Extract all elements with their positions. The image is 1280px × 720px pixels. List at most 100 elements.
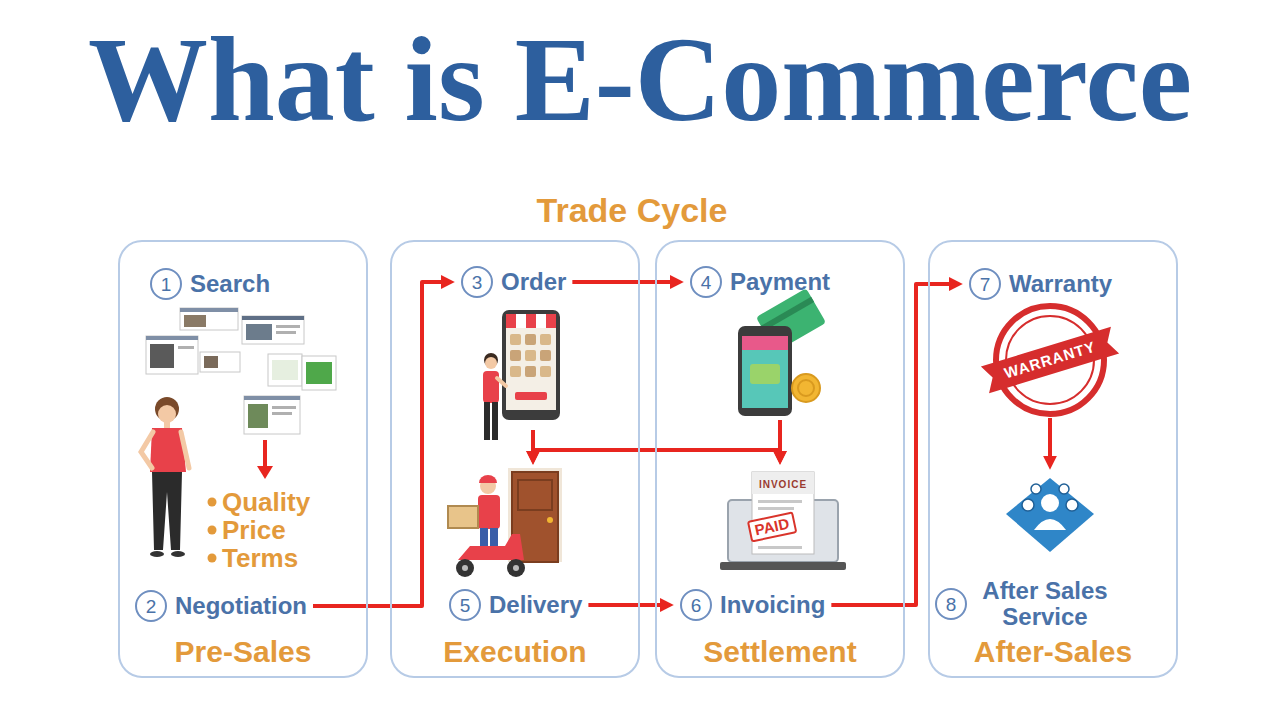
support-icon-part	[1006, 478, 1094, 552]
label-holder: INVOICE	[759, 474, 807, 492]
step-label: After Sales Service	[975, 578, 1115, 630]
step-label: Warranty	[1009, 269, 1112, 299]
bullet-dots-part	[208, 526, 217, 535]
search-thumbnails-part	[306, 362, 332, 384]
phase-panel: Settlement4Payment6Invoicing	[655, 240, 905, 678]
woman-figure	[141, 397, 189, 557]
support-icon-part	[1066, 499, 1078, 511]
delivery-scene	[448, 468, 562, 577]
flow-arrow	[572, 280, 674, 284]
label-holder: Trade Cycle	[537, 192, 728, 229]
payment-phone-part	[750, 364, 780, 384]
phase-panel: After-Sales 7 Warranty 8After Sales Service	[928, 240, 1178, 678]
section-heading: Trade Cycle	[537, 191, 728, 229]
shop-phone-part	[510, 350, 521, 361]
connectors	[313, 282, 1050, 606]
search-thumbnails-part	[268, 354, 302, 386]
phase-label: After-Sales	[974, 635, 1132, 668]
step-label: Payment	[730, 267, 830, 297]
search-thumbnails-part	[184, 315, 206, 327]
support-icon-part	[1034, 519, 1066, 530]
step-row: 6 Invoicing	[680, 589, 825, 621]
delivery-scene-part	[518, 480, 552, 510]
step-node: 8After Sales Service	[929, 470, 1121, 630]
woman-figure-part	[171, 551, 185, 557]
page-title: What is E-Commerce	[88, 13, 1192, 146]
label-holder: WARRANTY	[1002, 338, 1098, 383]
shop-phone-part	[526, 314, 536, 328]
step-label: Invoicing	[720, 590, 825, 620]
warranty-stamp-part	[981, 327, 1119, 394]
step-row: 2Negotiation	[135, 590, 307, 622]
bullet-dots-part	[208, 498, 217, 507]
search-thumbnails-part	[244, 396, 300, 434]
step-node: 4 Payment	[684, 266, 836, 420]
shop-phone-part	[525, 350, 536, 361]
shop-phone	[502, 310, 560, 420]
woman-figure-part	[141, 432, 153, 468]
search-thumbnails-part	[272, 360, 298, 380]
shop-phone-part	[536, 314, 546, 328]
invoice-terminal-part	[720, 562, 846, 570]
delivery-scene-part	[456, 559, 474, 577]
woman-figure-part	[164, 421, 170, 429]
phase-label: Execution	[443, 635, 586, 668]
bullet-dots-part	[208, 554, 217, 563]
invoice-terminal	[720, 472, 846, 570]
phase-panel: Pre-Sales1Search2Negotiation	[118, 240, 368, 678]
flow-arrow	[1048, 418, 1052, 460]
label-holder: Price	[222, 516, 286, 545]
shop-phone-part	[510, 366, 521, 377]
shop-phone-part	[546, 314, 556, 328]
flow-arrow	[313, 282, 445, 606]
flow-arrow	[778, 420, 782, 455]
support-icon-part	[1022, 499, 1034, 511]
step-number: 6	[680, 589, 712, 621]
search-thumbnails-part	[242, 316, 304, 344]
paid-stamp: PAID	[747, 511, 797, 542]
criteria-item: Quality	[222, 487, 310, 517]
search-thumbnails-part	[244, 396, 300, 400]
search-thumbnails-part	[246, 324, 272, 340]
step-node: 2Negotiation	[129, 586, 313, 622]
search-thumbnails-part	[272, 406, 296, 409]
shopper-figure-part	[484, 402, 490, 440]
step-number: 7	[969, 268, 1001, 300]
shop-phone-part	[540, 366, 551, 377]
shop-phone-part	[506, 314, 516, 328]
delivery-scene-part	[479, 475, 497, 483]
shop-phone-part	[506, 322, 556, 410]
step-row: 7 Warranty	[969, 268, 1112, 300]
payment-phone-part	[798, 380, 814, 396]
bullet-dots	[208, 498, 217, 563]
step-row: 4 Payment	[690, 266, 830, 298]
criteria-item: Price	[222, 515, 286, 545]
step-label: Negotiation	[175, 591, 307, 621]
payment-phone-part	[742, 336, 788, 350]
support-icon-part	[1059, 484, 1069, 494]
payment-phone-part	[738, 326, 792, 416]
delivery-scene-part	[513, 565, 519, 571]
payment-phone-part	[742, 336, 788, 408]
search-thumbnails-part	[200, 352, 240, 372]
support-icon	[1006, 478, 1094, 552]
search-thumbnails-part	[150, 344, 174, 368]
step-node: 6 Invoicing	[674, 465, 831, 621]
search-thumbnails-part	[272, 412, 292, 415]
search-thumbnails-part	[178, 346, 194, 349]
step-label: Delivery	[489, 590, 582, 620]
search-thumbnails-part	[180, 308, 238, 330]
support-icon-part	[1031, 484, 1041, 494]
step-row: 5Delivery	[449, 589, 582, 621]
flow-arrow	[831, 284, 953, 605]
step-node: 3Order	[455, 266, 572, 430]
step-number: 4	[690, 266, 722, 298]
delivery-scene-part	[448, 506, 478, 528]
step-number: 8	[935, 588, 967, 620]
label-holder: Quality	[222, 488, 310, 517]
delivery-scene-part	[458, 534, 524, 560]
woman-figure-part	[150, 551, 164, 557]
payment-phone-part	[792, 374, 820, 402]
search-arrow-part	[257, 466, 273, 479]
step-row: 8After Sales Service	[935, 578, 1115, 630]
